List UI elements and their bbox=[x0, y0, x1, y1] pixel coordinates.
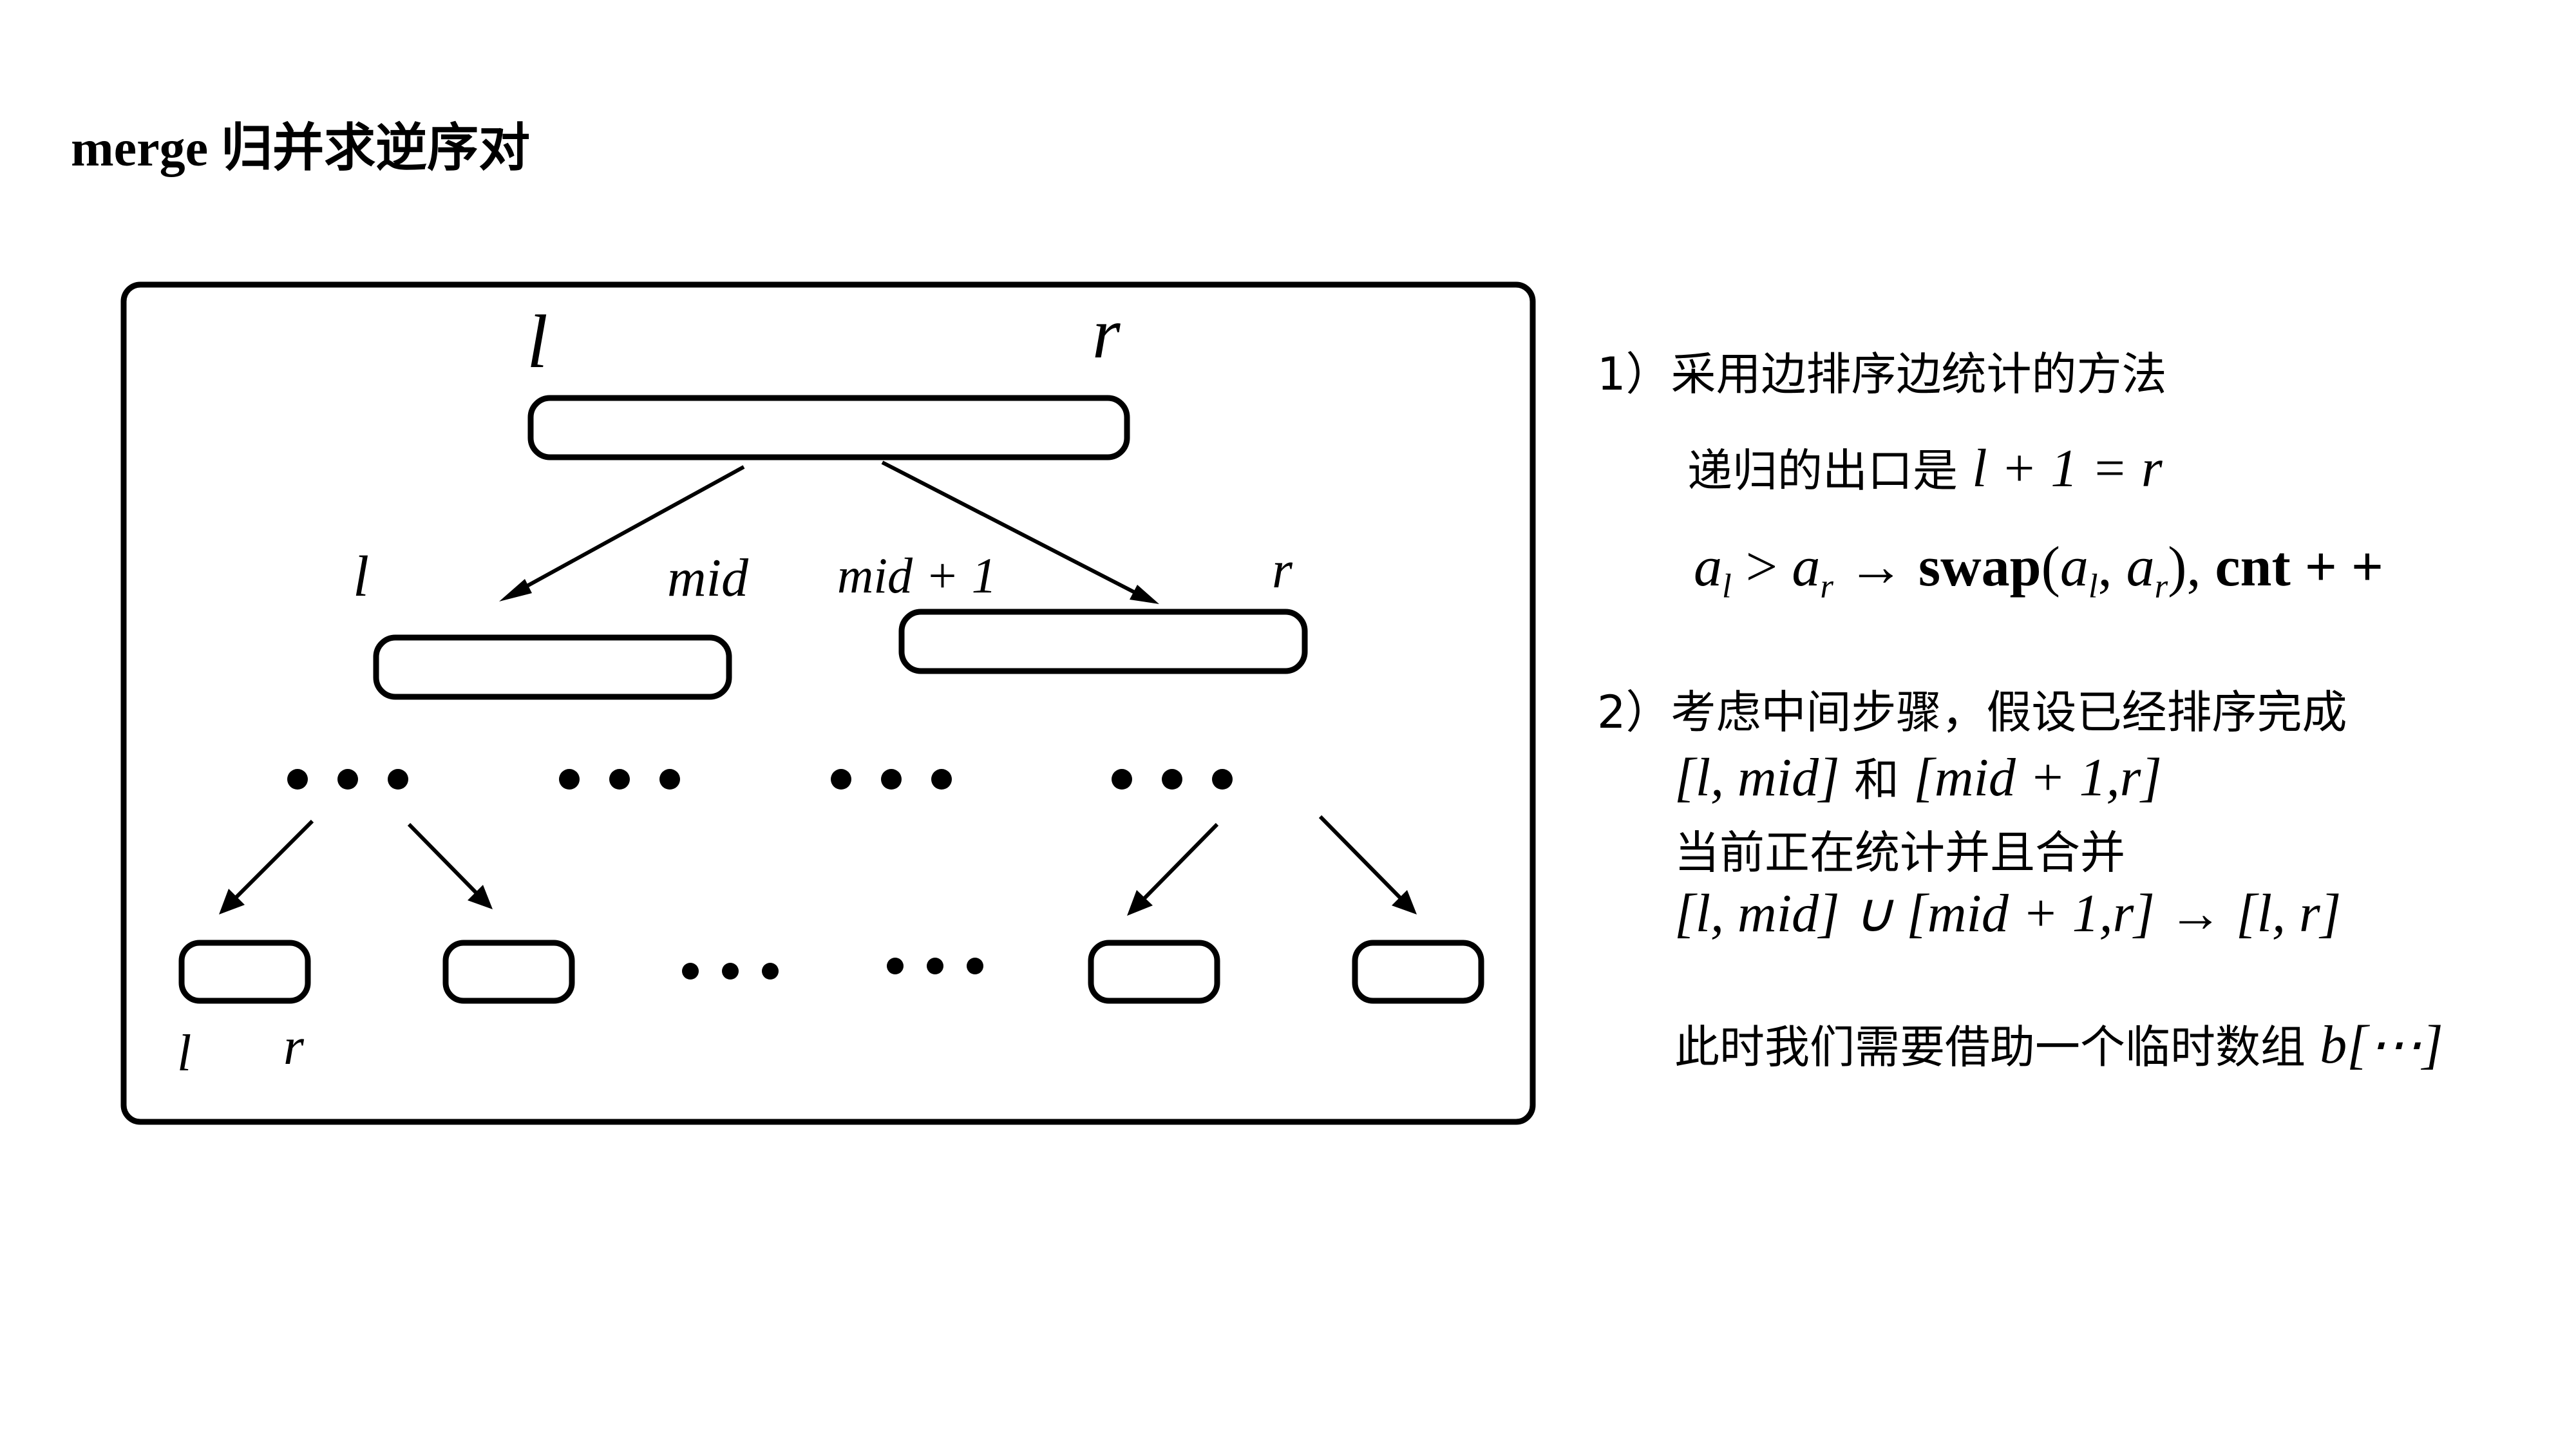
swap-comma: , bbox=[2098, 536, 2126, 598]
swap-sub-l1: l bbox=[1722, 567, 1732, 605]
range-right-text: [mid + 1,r] bbox=[1913, 748, 2162, 808]
swap-a2: a bbox=[1792, 536, 1821, 598]
root-left-label: l bbox=[527, 299, 548, 384]
outer-frame bbox=[120, 281, 1536, 1125]
range-left-text: [l, mid] bbox=[1674, 748, 1840, 808]
swap-arrow: → bbox=[1833, 536, 1918, 598]
range-right: [mid + 1,r] bbox=[1913, 748, 2162, 808]
swap-close: ), bbox=[2168, 536, 2201, 598]
step1-exit-formula-text: l + 1 = r bbox=[1972, 439, 2163, 498]
leaf-box-4 bbox=[1352, 940, 1484, 1004]
swap-keyword: swap bbox=[1918, 536, 2041, 598]
left-subarray-box bbox=[373, 634, 732, 700]
arrow-root-to-left bbox=[499, 465, 745, 601]
leaf-l-label: l bbox=[177, 1025, 191, 1082]
swap-a3: a bbox=[2060, 536, 2088, 598]
step2-heading: 2）考虑中间步骤，假设已经排序完成 bbox=[1597, 686, 2347, 739]
left-sub-l-label: l bbox=[353, 545, 369, 609]
step1-exit-prefix: 递归的出口是 bbox=[1687, 444, 1973, 497]
left-sub-mid-label: mid bbox=[667, 548, 749, 608]
root-array-box bbox=[527, 395, 1130, 460]
swap-gt: > bbox=[1731, 536, 1792, 598]
arrow-leaf-1 bbox=[219, 819, 314, 914]
step2-ranges-line: [l, mid] 和 [mid + 1,r] bbox=[1674, 744, 2162, 809]
arrow-leaf-2 bbox=[407, 822, 493, 909]
step2-union-formula: [l, mid] ∪ [mid + 1,r] → [l, r] bbox=[1674, 881, 2341, 945]
step1-exit-line: 递归的出口是 l + 1 = r bbox=[1687, 435, 2163, 500]
leaf-box-3 bbox=[1088, 940, 1220, 1004]
leaf-ellipsis bbox=[682, 958, 983, 980]
temp-array: b[⋯] bbox=[2320, 1015, 2443, 1075]
swap-open: ( bbox=[2041, 536, 2060, 598]
step1-swap-formula: al > ar → swap(al, ar), cnt + + bbox=[1694, 535, 2383, 606]
swap-cnt: cnt + + bbox=[2201, 536, 2384, 598]
temp-array-text: b[⋯] bbox=[2320, 1015, 2443, 1075]
range-left: [l, mid] bbox=[1674, 748, 1840, 808]
swap-sub-l2: l bbox=[2088, 567, 2098, 605]
arrow-leaf-4 bbox=[1318, 815, 1417, 914]
swap-a4: a bbox=[2126, 536, 2155, 598]
swap-sub-r2: r bbox=[2154, 567, 2168, 605]
step1-exit-formula: l + 1 = r bbox=[1972, 439, 2162, 498]
leaf-box-2 bbox=[442, 940, 575, 1004]
ellipsis-row bbox=[287, 769, 1233, 790]
right-sub-r-label: r bbox=[1272, 540, 1293, 599]
leaf-box-1 bbox=[178, 940, 311, 1004]
right-sub-mid1-label: mid + 1 bbox=[837, 547, 997, 603]
arrow-root-to-right bbox=[881, 460, 1159, 604]
swap-sub-r1: r bbox=[1820, 567, 1833, 605]
root-right-label: r bbox=[1092, 294, 1121, 374]
swap-a1: a bbox=[1694, 536, 1722, 598]
union-text: [l, mid] ∪ [mid + 1,r] → [l, r] bbox=[1674, 884, 2342, 943]
step2-temp-line: 此时我们需要借助一个临时数组 b[⋯] bbox=[1674, 1011, 2443, 1076]
step2-merging-line: 当前正在统计并且合并 bbox=[1674, 826, 2125, 879]
right-subarray-box bbox=[898, 609, 1308, 674]
arrow-leaf-3 bbox=[1127, 822, 1219, 916]
step1-heading: 1）采用边排序边统计的方法 bbox=[1597, 348, 2167, 401]
temp-prefix: 此时我们需要借助一个临时数组 bbox=[1674, 1021, 2320, 1074]
page-title: merge 归并求逆序对 bbox=[71, 120, 531, 177]
leaf-r-label: r bbox=[283, 1017, 305, 1075]
range-and: 和 bbox=[1839, 753, 1914, 806]
